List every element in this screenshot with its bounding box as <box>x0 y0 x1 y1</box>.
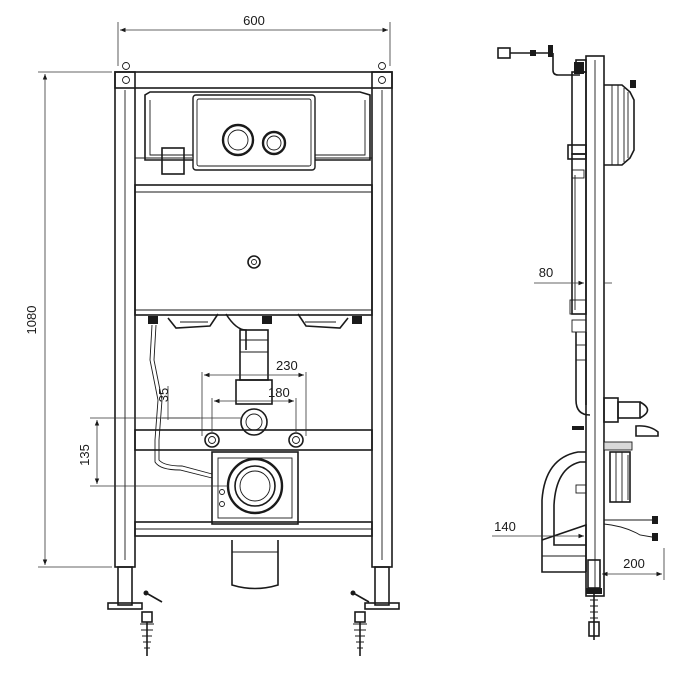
top-right-bolt-icon <box>378 76 386 84</box>
anchor-bolt-left-icon <box>140 590 163 656</box>
waste-outlet <box>226 457 284 515</box>
front-view: 600 1080 230 180 35 135 <box>24 13 400 656</box>
flush-pipe <box>239 329 269 381</box>
bolt-hole-right-icon <box>288 432 304 448</box>
dim-outlet-spacing-label: 230 <box>276 358 298 373</box>
bolt-hole-left-icon <box>204 432 220 448</box>
dim-frame-depth-label: 80 <box>539 265 553 280</box>
left-leg <box>117 566 133 606</box>
top-left-bolt-icon <box>122 76 130 84</box>
cistern-side-top <box>571 71 587 155</box>
dim-width-label: 600 <box>243 13 265 28</box>
dim-height-label: 1080 <box>24 306 39 335</box>
cistern-logo-icon <box>247 255 261 269</box>
wall-bracket <box>497 45 584 76</box>
anchor-bolt-side-icon <box>588 594 600 640</box>
support-bar <box>134 429 373 451</box>
anchor-bolt-right-icon <box>350 590 370 656</box>
flush-plate-side <box>604 80 636 166</box>
left-foot-plate <box>107 602 143 610</box>
flush-pipe-collar <box>235 379 273 405</box>
flush-button-large-icon <box>221 123 255 157</box>
side-view: 80 140 200 <box>492 45 665 640</box>
flush-button-small-icon <box>261 130 287 156</box>
inlet-connector-side <box>572 397 659 437</box>
inlet-connector <box>240 408 268 436</box>
dim-inlet-drop-label: 35 <box>156 388 171 402</box>
dim-inlet-spacing-label: 180 <box>268 385 290 400</box>
flush-pipe-side <box>575 332 591 416</box>
right-foot-plate <box>364 602 400 610</box>
cistern-body <box>134 184 373 316</box>
frame-top-rail <box>114 71 393 89</box>
cistern-top <box>144 91 371 161</box>
flush-plate <box>192 94 316 171</box>
supply-hose <box>149 324 213 479</box>
right-leg <box>374 566 390 606</box>
flush-pipe-bend <box>225 313 247 350</box>
pan-connector-side <box>609 451 631 503</box>
dim-bolt-height-label: 135 <box>77 444 92 466</box>
bolt-stub <box>603 441 633 451</box>
side-foot <box>587 559 601 589</box>
waste-pipe-stub <box>231 540 279 590</box>
dim-pan-projection-label: 140 <box>494 519 516 534</box>
dim-outlet-offset-label: 200 <box>623 556 645 571</box>
cistern-bracket <box>161 147 185 175</box>
waste-bend <box>541 451 586 573</box>
outlet-bracket <box>211 451 299 525</box>
mount-clip-left <box>167 313 219 329</box>
mount-clip-right <box>297 313 349 329</box>
